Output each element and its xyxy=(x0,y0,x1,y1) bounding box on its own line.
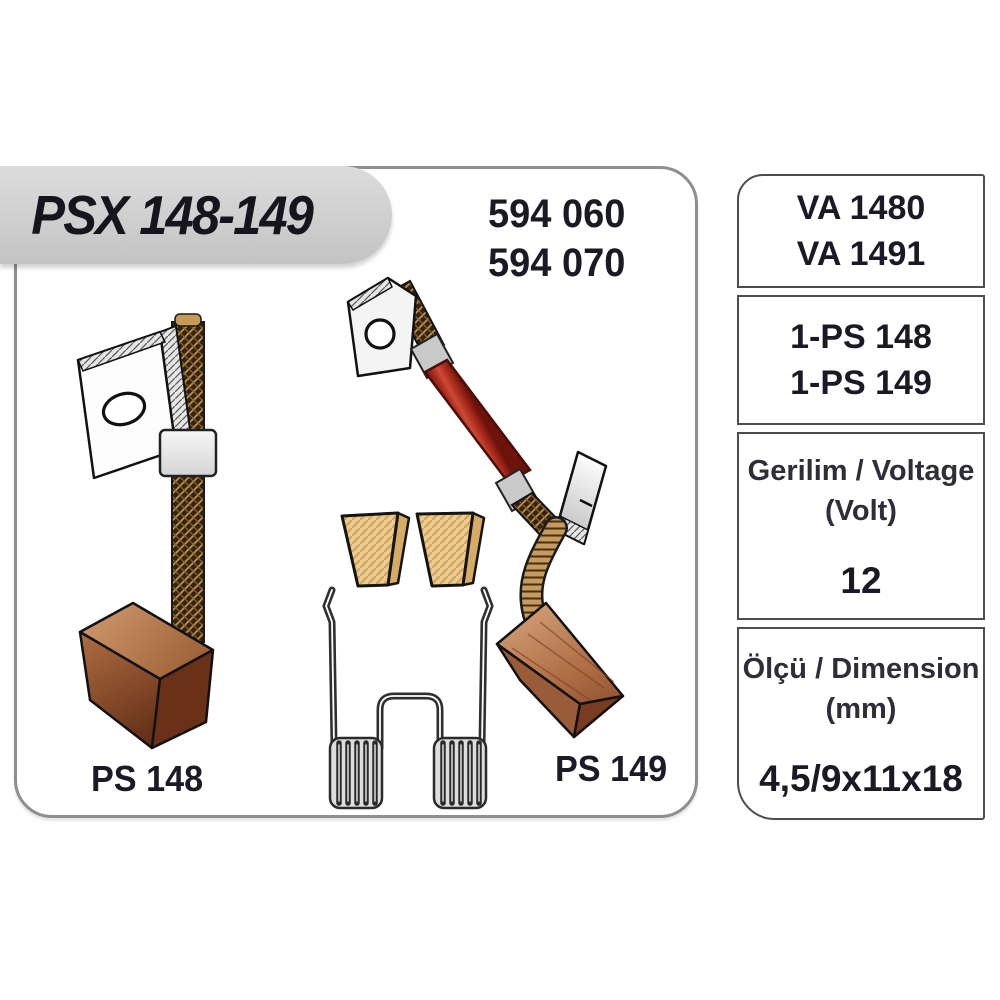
oe-number-2: VA 1491 xyxy=(796,235,926,273)
bracket-mounting-hole xyxy=(364,318,396,350)
ps149-red-insulated-lead xyxy=(423,358,532,484)
dimension-unit: (mm) xyxy=(825,692,897,725)
ps149-terminal-bracket xyxy=(346,276,418,378)
reference-numbers: 594 060 594 070 xyxy=(488,190,625,288)
bracket-mounting-hole xyxy=(101,391,147,427)
spec-cell-contents: 1-PS 148 1-PS 149 xyxy=(737,295,985,425)
content-item-1: 1-PS 148 xyxy=(790,318,932,356)
dimension-value: 4,5/9x11x18 xyxy=(759,757,963,799)
spec-cell-oe-numbers: VA 1480 VA 1491 xyxy=(737,174,985,288)
spring-right-coil xyxy=(432,736,488,810)
model-badge: PSX 148-149 xyxy=(0,166,392,264)
ps148-assembly-drawing xyxy=(76,313,218,750)
voltage-header: Gerilim / Voltage xyxy=(747,455,975,487)
content-item-2: 1-PS 149 xyxy=(790,364,932,402)
ps148-terminal-bracket xyxy=(76,324,194,480)
brush-pair-drawing xyxy=(340,511,486,588)
model-badge-title: PSX 148-149 xyxy=(31,184,314,246)
voltage-unit: (Volt) xyxy=(825,495,897,527)
spec-cell-voltage: Gerilim / Voltage (Volt) 12 xyxy=(737,432,985,620)
reference-number-1: 594 060 xyxy=(488,192,626,236)
ps148-lead-tip xyxy=(174,313,202,327)
oe-number-1: VA 1480 xyxy=(796,189,926,227)
ps148-label: PS 148 xyxy=(90,758,204,799)
ps149-carbon-brush xyxy=(495,601,625,739)
dimension-header: Ölçü / Dimension xyxy=(742,652,980,685)
reference-number-2: 594 070 xyxy=(488,241,626,285)
ps148-carbon-brush xyxy=(78,601,215,750)
double-torsion-spring-drawing xyxy=(322,586,494,810)
ps149-label: PS 149 xyxy=(554,748,668,789)
spring-left-coil xyxy=(328,736,384,810)
ps149-assembly-drawing xyxy=(346,276,625,739)
spec-cell-dimension: Ölçü / Dimension (mm) 4,5/9x11x18 xyxy=(737,627,985,820)
voltage-value: 12 xyxy=(840,560,882,601)
ps148-ferrule-clip xyxy=(158,428,218,478)
